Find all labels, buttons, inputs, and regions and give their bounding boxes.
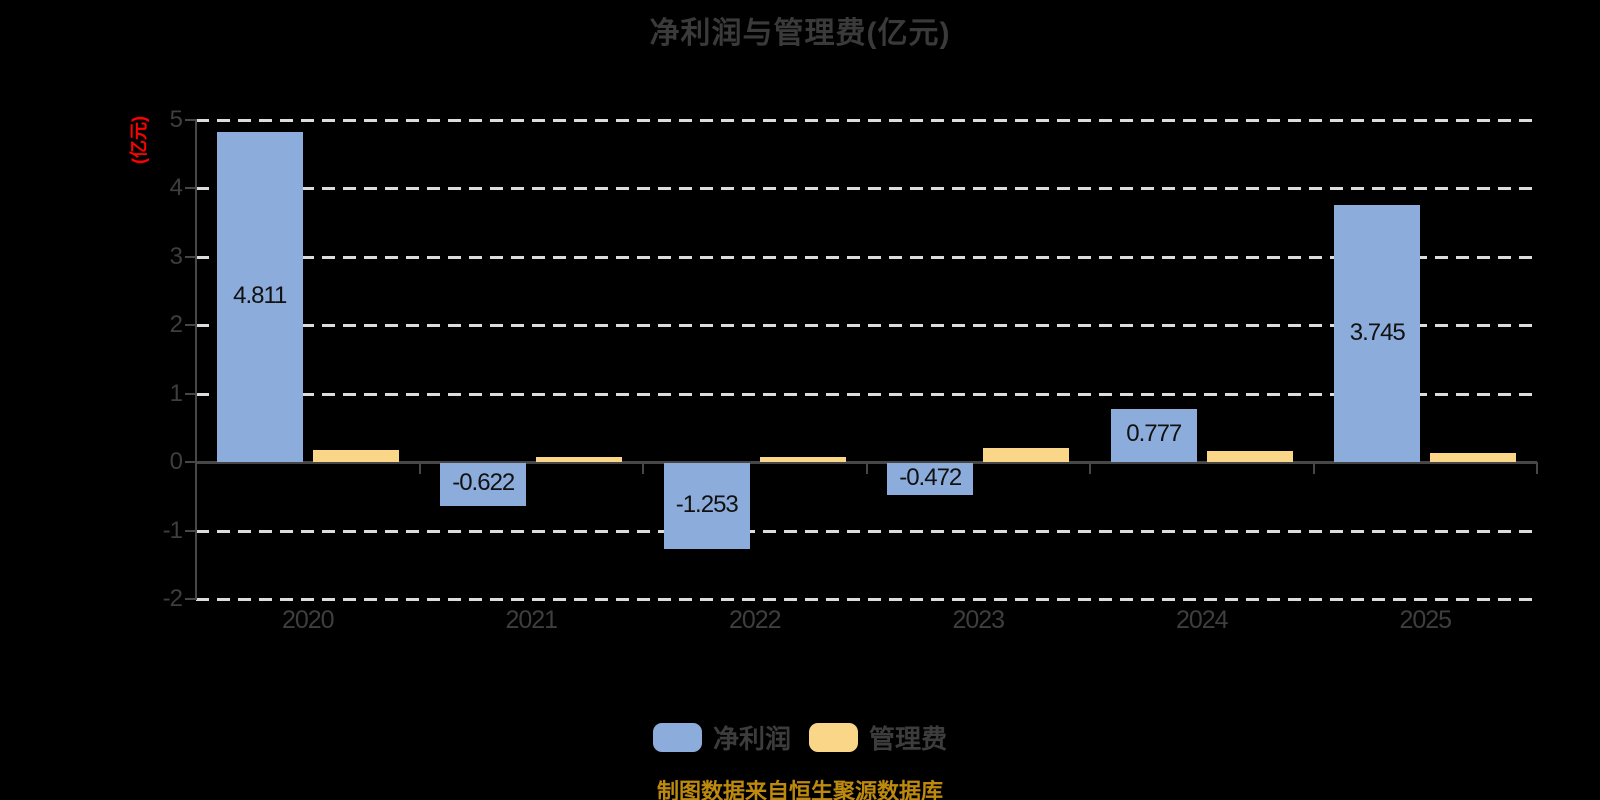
x-tick-label: 2020 bbox=[281, 606, 335, 634]
y-axis-tick bbox=[185, 598, 196, 600]
y-axis-tick bbox=[185, 255, 196, 258]
grid-line bbox=[196, 118, 1537, 122]
bar-data-label: 3.745 bbox=[1349, 318, 1406, 346]
y-tick-label: 5 bbox=[169, 105, 183, 133]
x-tick-label: 2025 bbox=[1399, 606, 1452, 634]
bar-管理费-2020[interactable] bbox=[312, 449, 399, 462]
grid-line bbox=[196, 324, 1537, 327]
bar-管理费-2022[interactable] bbox=[759, 457, 846, 462]
legend-swatch bbox=[809, 723, 858, 752]
y-axis-tick bbox=[185, 392, 196, 395]
x-tick-label: 2023 bbox=[952, 606, 1005, 634]
bar-data-label: 0.777 bbox=[1126, 420, 1182, 448]
y-axis-tick bbox=[185, 461, 196, 463]
legend-swatch bbox=[652, 723, 702, 752]
x-tick-label: 2021 bbox=[505, 606, 558, 634]
x-axis-tick bbox=[1089, 462, 1091, 474]
bar-净利润-2023[interactable] bbox=[887, 463, 974, 496]
legend: 净利润 管理费 bbox=[0, 719, 1600, 756]
bar-data-label: -0.622 bbox=[452, 469, 515, 497]
bar-净利润-2022[interactable] bbox=[663, 463, 750, 549]
x-axis-tick bbox=[642, 462, 644, 474]
x-axis-tick bbox=[1312, 462, 1315, 474]
grid-line bbox=[196, 255, 1537, 259]
y-tick-label: 4 bbox=[169, 174, 183, 201]
grid-line bbox=[196, 187, 1537, 190]
data-source-note: 制图数据来自恒生聚源数据库 bbox=[656, 779, 943, 800]
y-tick-label: 1 bbox=[169, 379, 183, 407]
x-axis-tick bbox=[1536, 462, 1538, 474]
bar-管理费-2025[interactable] bbox=[1430, 453, 1517, 462]
bar-净利润-2024[interactable] bbox=[1110, 408, 1197, 462]
chart-title: 净利润与管理费(亿元) bbox=[649, 17, 951, 50]
legend-label: 净利润 bbox=[712, 724, 791, 754]
bar-净利润-2021[interactable] bbox=[440, 463, 527, 506]
y-tick-label: 3 bbox=[169, 242, 183, 270]
y-tick-label: 2 bbox=[169, 311, 183, 338]
bar-管理费-2023[interactable] bbox=[983, 447, 1070, 462]
bar-data-label: -1.253 bbox=[675, 490, 739, 518]
bar-data-label: -0.472 bbox=[899, 464, 962, 492]
y-axis-tick bbox=[185, 187, 196, 189]
legend-item-净利润[interactable]: 净利润 bbox=[652, 719, 791, 756]
bar-管理费-2024[interactable] bbox=[1206, 451, 1293, 462]
grid-line bbox=[196, 529, 1537, 533]
x-axis-tick bbox=[195, 462, 197, 474]
legend-label: 管理费 bbox=[869, 724, 948, 754]
x-tick-label: 2022 bbox=[728, 606, 782, 634]
y-axis-tick bbox=[185, 118, 196, 121]
grid-line bbox=[196, 392, 1537, 396]
bar-data-label: 4.811 bbox=[233, 282, 287, 310]
x-tick-label: 2024 bbox=[1175, 606, 1229, 634]
grid-line bbox=[196, 598, 1537, 601]
y-tick-label: 0 bbox=[169, 448, 183, 475]
y-axis-line bbox=[195, 118, 197, 600]
y-axis-tick bbox=[185, 529, 196, 532]
bar-净利润-2020[interactable] bbox=[216, 132, 303, 462]
x-axis-tick bbox=[418, 462, 421, 474]
y-tick-label: -2 bbox=[162, 585, 183, 612]
legend-item-管理费[interactable]: 管理费 bbox=[809, 719, 947, 756]
x-axis-tick bbox=[865, 462, 868, 474]
bar-净利润-2025[interactable] bbox=[1334, 205, 1421, 462]
y-tick-label: -1 bbox=[162, 516, 183, 544]
bar-管理费-2021[interactable] bbox=[536, 456, 623, 462]
y-axis-tick bbox=[185, 324, 196, 326]
